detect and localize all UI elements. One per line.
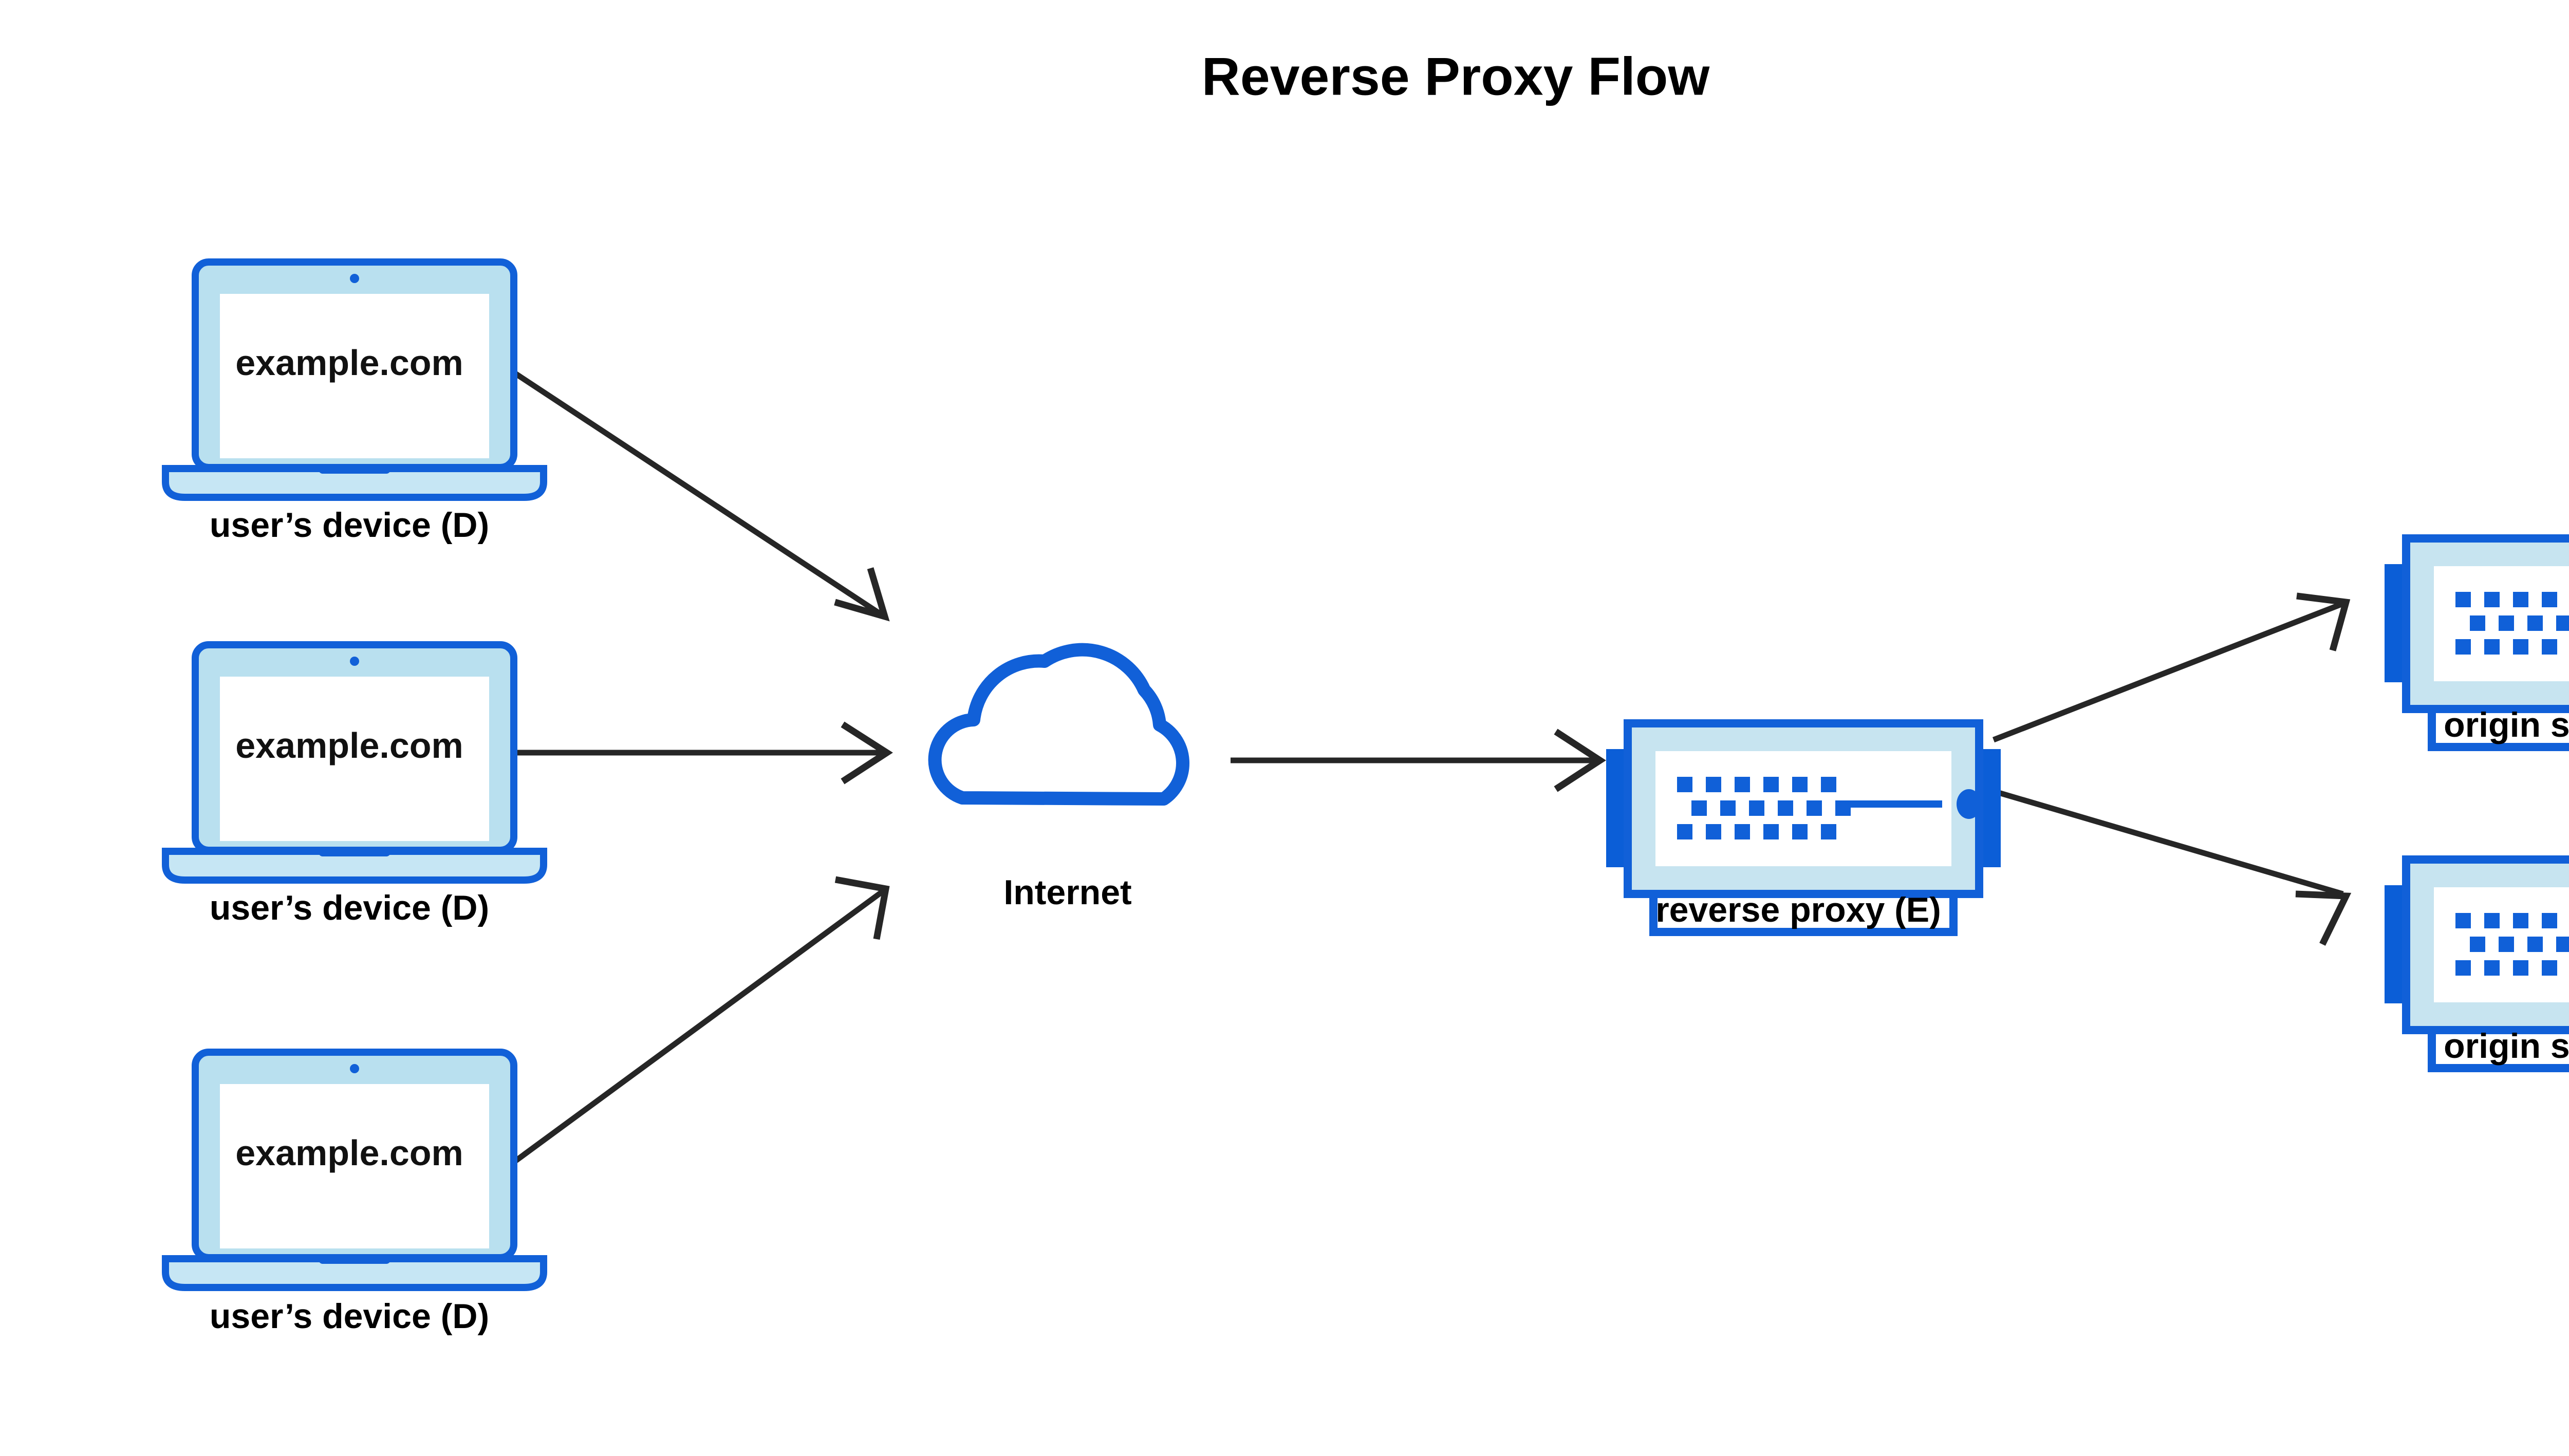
node-device-3[interactable]: example.com user’s device (D) [165,1052,544,1336]
edge-device2-internet [506,721,893,785]
node-device-2[interactable]: example.com user’s device (D) [165,645,544,927]
edge-proxy-origin2 [1993,788,2352,946]
internet-label: Internet [1003,873,1131,912]
device-screen-text: example.com [235,343,463,383]
cloud-icon [935,650,1183,799]
reverse-proxy-label: reverse proxy (E) [1655,890,1941,929]
page-title: Reverse Proxy Flow [1202,47,1710,106]
node-internet[interactable]: Internet [935,650,1183,912]
node-origin-1[interactable]: origin server (F) [2385,538,2569,747]
edges-layer [506,370,2352,1165]
device-label: user’s device (D) [210,506,489,545]
device-screen-text: example.com [235,1133,463,1173]
edge-internet-proxy [1231,729,1606,792]
device-label: user’s device (D) [210,888,489,927]
node-origin-2[interactable]: origin server (F) [2385,860,2569,1068]
node-reverse-proxy[interactable]: reverse proxy (E) [1606,723,2001,932]
device-screen-text: example.com [235,725,463,766]
edge-device3-internet [512,876,890,1165]
edge-device1-internet [512,370,890,622]
edge-proxy-origin1 [1993,592,2351,743]
origin-server-label: origin server (F) [2444,1026,2569,1066]
node-device-1[interactable]: example.com user’s device (D) [165,262,544,545]
origin-server-label: origin server (F) [2444,705,2569,744]
device-label: user’s device (D) [210,1297,489,1336]
